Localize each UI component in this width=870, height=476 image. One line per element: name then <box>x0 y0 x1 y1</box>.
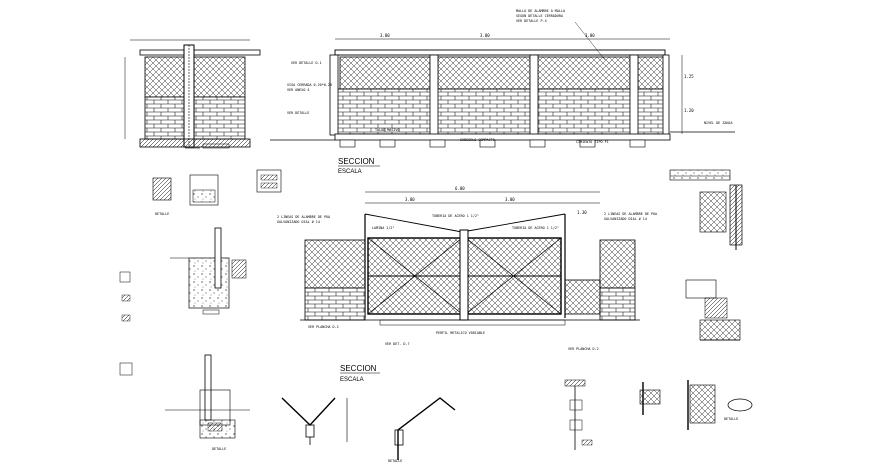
section-title: SECCION <box>338 157 375 166</box>
detail-caption: DETALLE <box>212 447 226 451</box>
note-text: VER DETALLE D-1 <box>291 61 322 65</box>
note-text: VER PLANCHA D-2 <box>308 325 339 329</box>
note-text: VER PLANCHA D-2 <box>568 347 599 351</box>
small-detail-blocks: DETALLE DETALLE <box>119 169 282 451</box>
note-text: GALVANIZADO DIAL # 14 <box>604 217 647 221</box>
callout-text: VER DETALLE P-4 <box>516 19 547 23</box>
section-subtitle: ESCALA <box>338 169 362 175</box>
note-text: TUBERIA DE ACERO 1 1/2" <box>512 226 559 230</box>
callout-text: SEGUN DETALLE CERRADURA <box>516 14 563 18</box>
dim-label: 6.00 <box>455 186 465 191</box>
dim-label: 3.00 <box>505 197 515 202</box>
note-text: SUBSUELO COMPACTO <box>460 138 495 142</box>
dim-label: 1.30 <box>577 210 587 215</box>
note-text: PERFIL METALICO VARIABLE <box>436 331 485 335</box>
note-text: VER DETALLE <box>287 111 309 115</box>
section-subtitle: ESCALA <box>340 377 364 383</box>
note-text: TALUD MASIVO <box>375 128 400 132</box>
dim-label: 1.20 <box>684 108 694 113</box>
dim-label: 1.25 <box>684 74 694 79</box>
note-text: TUBERIA DE ACERO 1 1/2" <box>432 214 479 218</box>
note-text: VIGA CERRADA 0.20*0.20 <box>287 83 332 87</box>
top-left-wall-section <box>124 39 261 149</box>
note-text: NIVEL DE ZANJA <box>704 121 733 125</box>
top-fence-elevation: 3.00 3.00 3.00 1.25 1.20 MALLA <box>270 9 735 175</box>
callout-text: MALLA DE ALAMBRE A MALLA <box>516 9 565 13</box>
bottom-detail-drawings: DETALLE DETALLE <box>281 379 753 463</box>
note-text: VER ANEXO 4 <box>287 88 309 92</box>
note-text: 2 LINEAS DE ALAMBRE DE PUA <box>277 215 330 219</box>
detail-caption: DETALLE <box>724 417 738 421</box>
note-text: 2 LINEAS DE ALAMBRE DE PUA <box>604 212 657 216</box>
bottom-gate-elevation: 6.00 3.00 3.00 1.30 2 LINEAS DE ALAMBRE … <box>277 186 657 383</box>
right-side-details <box>669 169 743 341</box>
dim-label: 3.00 <box>380 33 390 38</box>
detail-caption: DETALLE <box>155 212 169 216</box>
note-text: GALVANIZADO DIAL # 14 <box>277 220 320 224</box>
note-text: LAMINA 1/2" <box>372 226 394 230</box>
detail-caption: DETALLE <box>388 459 402 463</box>
dim-label: 3.00 <box>585 33 595 38</box>
dim-label: 3.00 <box>405 197 415 202</box>
dim-label: 3.00 <box>480 33 490 38</box>
note-text: CIMIENTO TIPO F1 <box>576 140 609 144</box>
section-title: SECCION <box>340 364 377 373</box>
note-text: VER DET. D-7 <box>385 342 410 346</box>
